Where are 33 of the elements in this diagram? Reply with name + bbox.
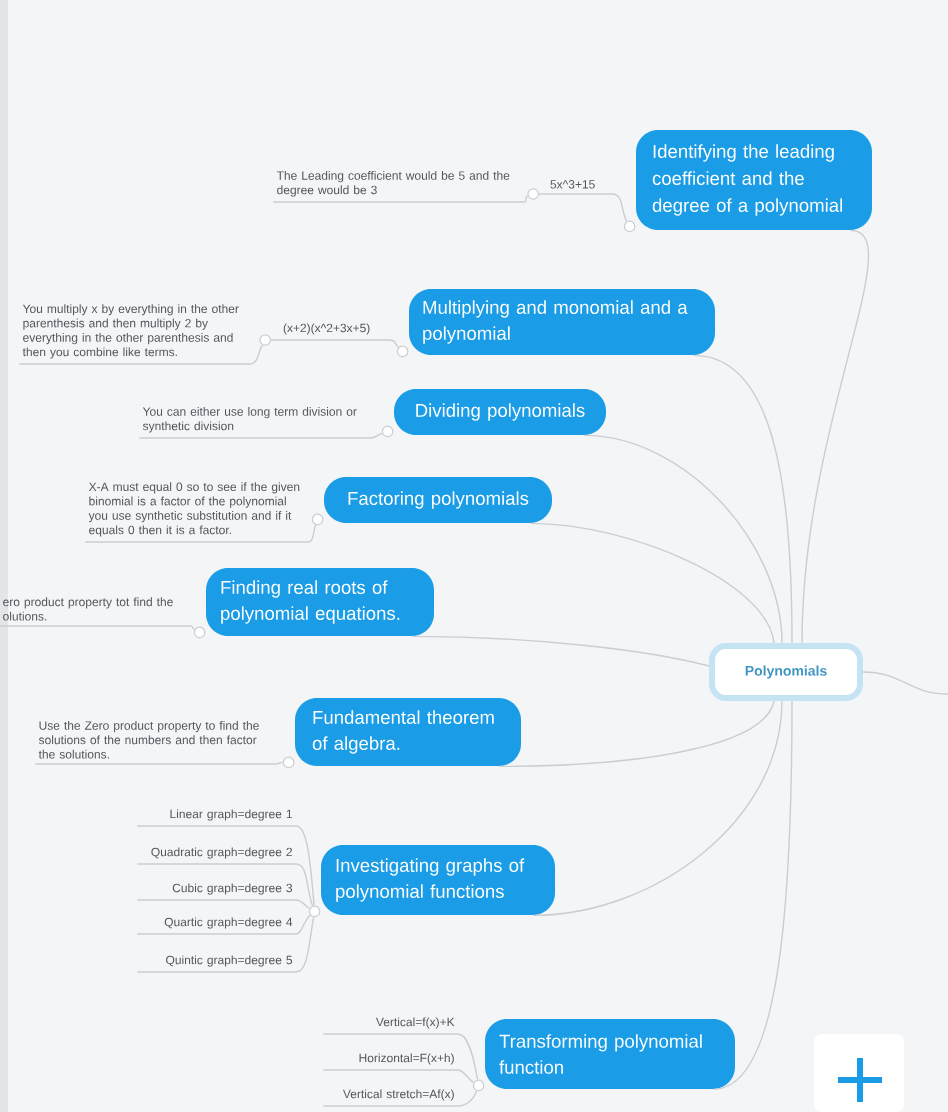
topic-box: Identifying the leading coefficient and the degree of a polynomial [636, 130, 872, 230]
connector-line [295, 863, 314, 907]
connector-line [498, 700, 775, 768]
connector-line [387, 339, 400, 348]
topic-box: Transforming polynomial function [485, 1019, 735, 1089]
connector-line [275, 761, 284, 765]
connector-line [295, 916, 315, 973]
topic-box: Fundamental theorem of algebra. [295, 698, 521, 766]
connector-line [295, 825, 315, 907]
connector-line [529, 522, 775, 644]
connector-line [295, 914, 311, 935]
topic-box: Dividing polynomials [394, 389, 606, 435]
connector-line [862, 671, 948, 695]
connector-line [307, 524, 317, 543]
connector-line [611, 193, 628, 222]
connector-line [457, 1069, 475, 1084]
connector-line [523, 195, 529, 203]
connector-line [249, 344, 263, 365]
connector-line [369, 432, 383, 439]
connector-line [457, 1090, 478, 1107]
connector-line [189, 625, 196, 631]
topic-box: Factoring polynomials [324, 477, 552, 523]
connector-line [295, 899, 311, 910]
connector-line [583, 434, 783, 644]
connector-line [692, 354, 793, 644]
topic-box: Finding real roots of polynomial equations. [206, 568, 434, 636]
connector-line [712, 700, 793, 1091]
topic-box: Investigating graphs of polynomial functions [321, 845, 555, 915]
connector-line [801, 229, 869, 644]
connector-line [457, 1033, 479, 1081]
topic-box: Multiplying and monomial and a polynomial [409, 289, 715, 355]
connector-line [411, 635, 710, 667]
connector-line [532, 700, 783, 917]
